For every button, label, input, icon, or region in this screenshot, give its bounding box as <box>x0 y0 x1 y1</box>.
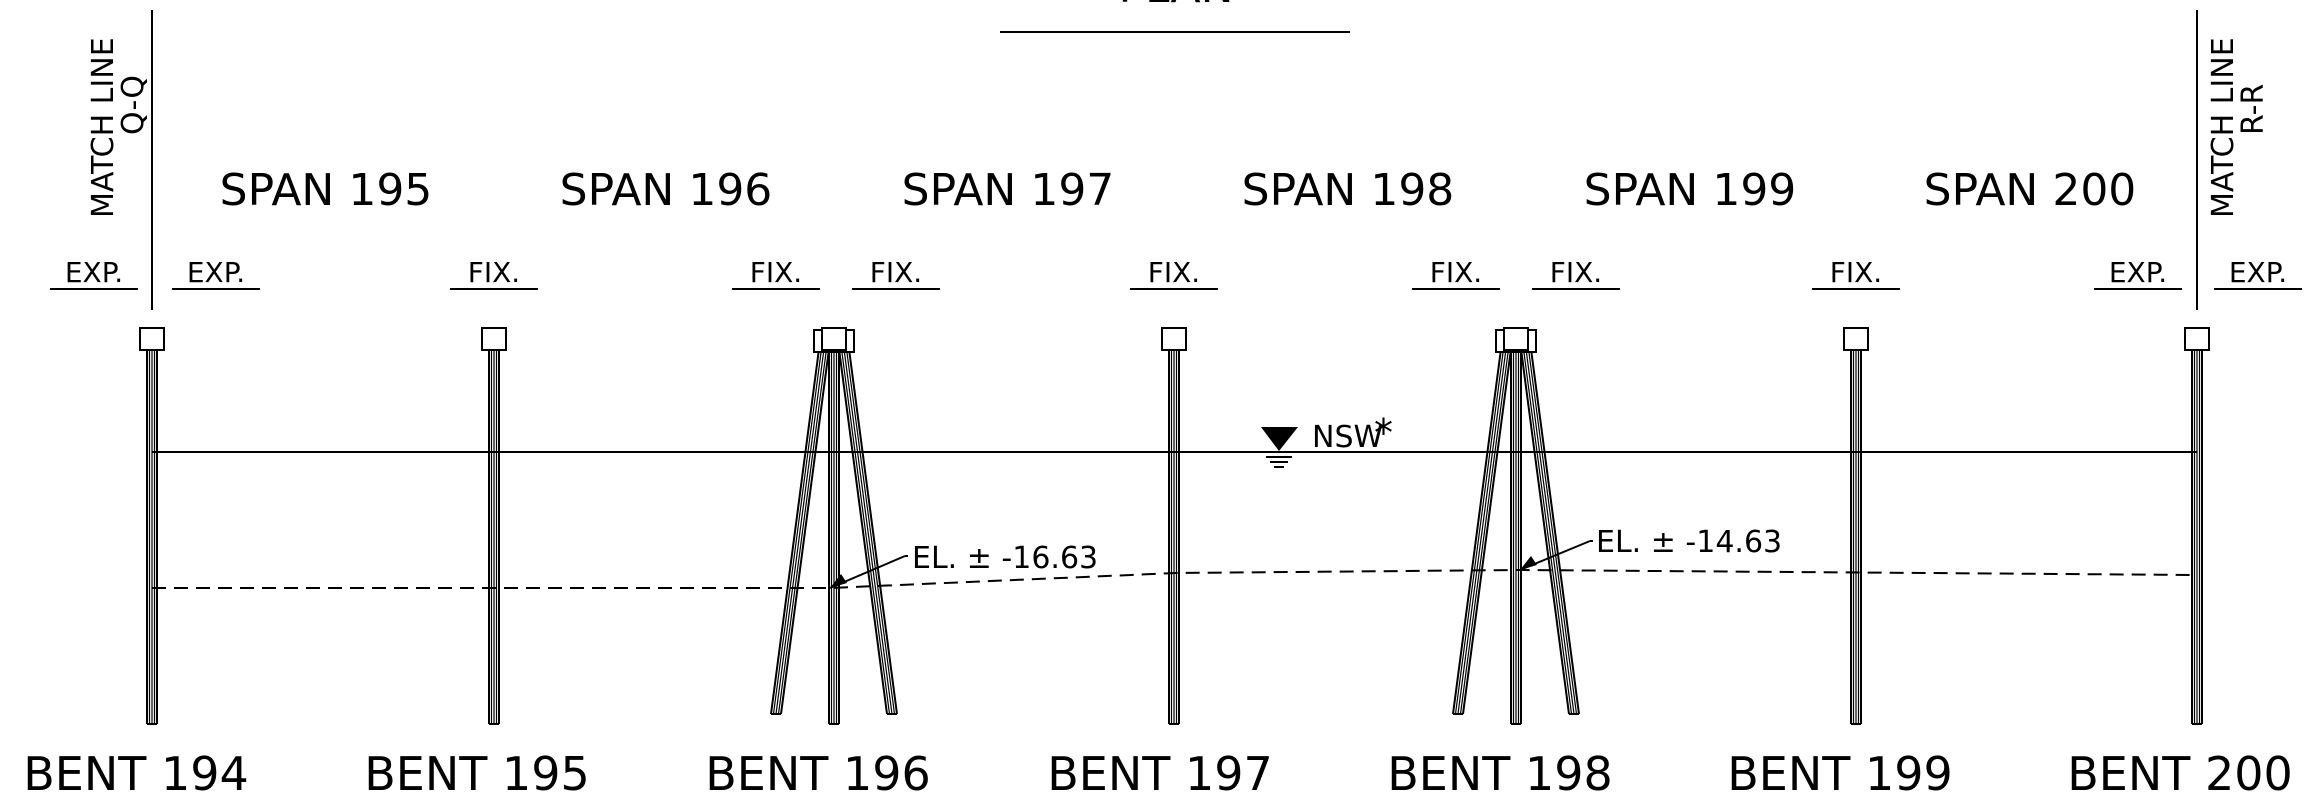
span-label: SPAN 196 <box>560 165 773 216</box>
plan-title: PLAN <box>1118 0 1233 13</box>
pile <box>1850 349 1862 725</box>
pile <box>828 349 840 725</box>
bearing-label: FIX. <box>1430 256 1482 289</box>
bearing-label: FIX. <box>468 256 520 289</box>
bent-label: BENT 200 <box>2067 747 2293 799</box>
battered-pile <box>838 348 898 715</box>
bent-label: BENT 195 <box>364 747 590 799</box>
bearing-label: FIX. <box>1830 256 1882 289</box>
span-label: SPAN 197 <box>902 165 1115 216</box>
piles-group <box>139 327 2210 725</box>
water-level-label: NSW <box>1312 420 1383 455</box>
elevation-label: EL. ± -14.63 <box>1596 525 1782 560</box>
bearing-label: FIX. <box>750 256 802 289</box>
bent-label: BENT 199 <box>1727 747 1953 799</box>
pile <box>146 349 158 725</box>
bent-label: BENT 196 <box>705 747 931 799</box>
span-label: SPAN 199 <box>1584 165 1797 216</box>
bearing-label: EXP. <box>187 256 245 289</box>
bearing-label: EXP. <box>65 256 123 289</box>
pile-cap <box>821 327 847 351</box>
match-line-left-text: MATCH LINE <box>86 37 121 218</box>
bearing-label: EXP. <box>2229 256 2287 289</box>
match-line-right-text: MATCH LINE <box>2206 37 2241 218</box>
battered-pile <box>770 348 830 715</box>
pile <box>1510 349 1522 725</box>
pile-cap <box>139 327 165 351</box>
bearing-label: EXP. <box>2109 256 2167 289</box>
elevation-callout <box>829 555 908 589</box>
bent-label: BENT 194 <box>23 747 249 799</box>
water-level-asterisk: * <box>1374 411 1393 455</box>
elevation-label: EL. ± -16.63 <box>912 541 1098 576</box>
bent-label: BENT 197 <box>1047 747 1273 799</box>
pile-cap <box>1161 327 1187 351</box>
match-line-left-label: Q-Q <box>116 75 151 135</box>
bent-label: BENT 198 <box>1387 747 1613 799</box>
pile-cap <box>1843 327 1869 351</box>
pile-cap <box>2184 327 2210 351</box>
pile <box>1168 349 1180 725</box>
pile <box>2191 349 2203 725</box>
battered-pile <box>1520 348 1580 715</box>
span-label: SPAN 198 <box>1242 165 1455 216</box>
elevation-callout <box>1519 540 1593 571</box>
bearing-label: FIX. <box>1550 256 1602 289</box>
bearing-label: FIX. <box>1148 256 1200 289</box>
bearing-label: FIX. <box>870 256 922 289</box>
pile-cap <box>1503 327 1529 351</box>
battered-pile <box>1452 348 1512 715</box>
span-label: SPAN 200 <box>1924 165 2137 216</box>
water-level-marker-icon <box>1261 427 1298 468</box>
span-label: SPAN 195 <box>220 165 433 216</box>
pile <box>488 349 500 725</box>
pile-cap <box>481 327 507 351</box>
match-line-right-label: R-R <box>2236 84 2271 135</box>
